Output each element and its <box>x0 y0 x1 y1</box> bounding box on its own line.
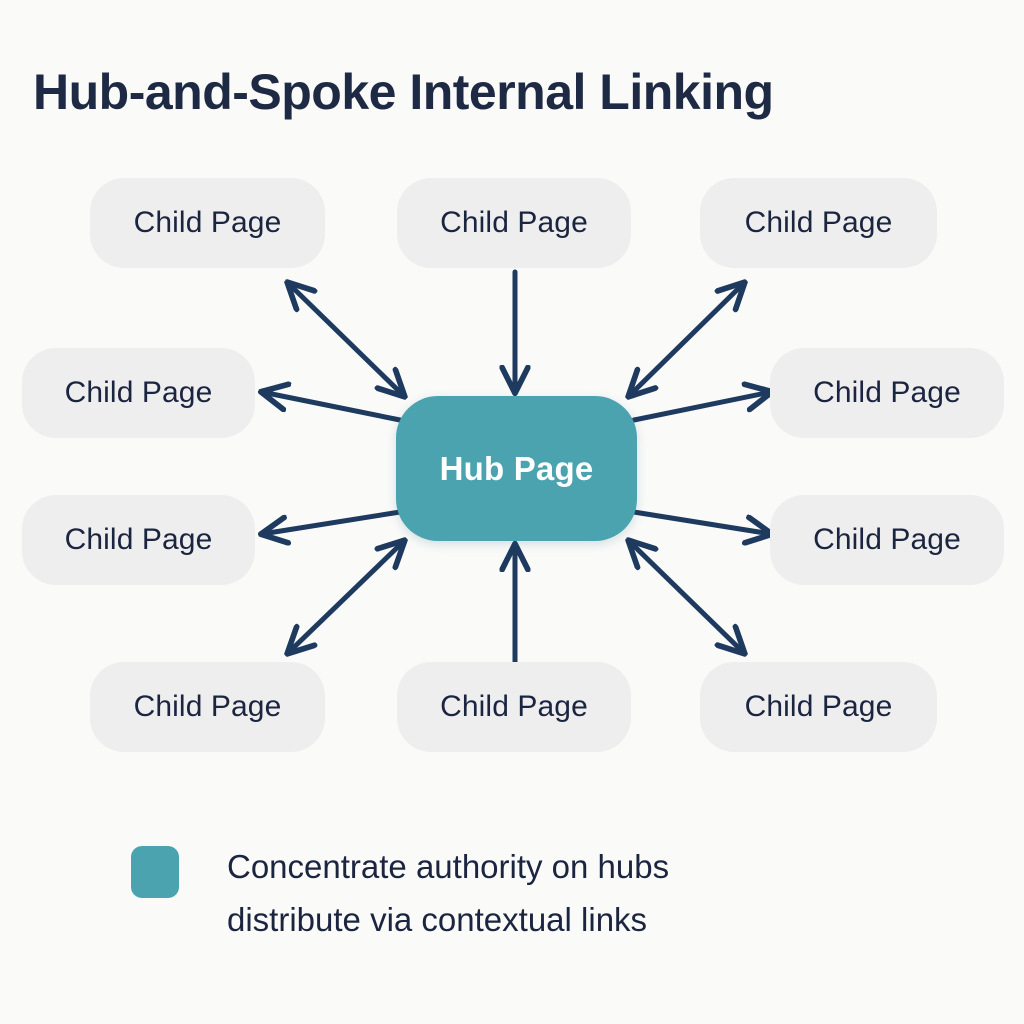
connector-to-lower-left <box>262 509 403 534</box>
child-page-label: Child Page <box>64 523 213 556</box>
child-page-label: Child Page <box>64 376 213 409</box>
child-page-node-bottom-right[interactable]: Child Page <box>700 662 937 752</box>
legend: Concentrate authority on hubs distribute… <box>131 840 669 947</box>
child-page-label: Child Page <box>744 690 893 723</box>
child-page-label: Child Page <box>744 206 893 239</box>
legend-color-swatch <box>131 846 179 898</box>
child-page-node-bottom-center[interactable]: Child Page <box>397 662 631 752</box>
child-page-label: Child Page <box>440 690 588 723</box>
child-page-node-top-right[interactable]: Child Page <box>700 178 937 268</box>
child-page-label: Child Page <box>440 206 588 239</box>
connector-to-top-left <box>288 283 404 396</box>
connector-to-mid-right <box>631 392 771 423</box>
connector-to-top-right <box>629 283 744 396</box>
child-page-label: Child Page <box>133 690 282 723</box>
connector-to-bottom-left <box>288 541 404 653</box>
child-page-node-bottom-left[interactable]: Child Page <box>90 662 325 752</box>
legend-caption-line-2: distribute via contextual links <box>227 901 648 939</box>
hub-page-label: Hub Page <box>439 449 594 487</box>
page-title: Hub-and-Spoke Internal Linking <box>33 64 774 120</box>
connector-to-bottom-right <box>629 541 744 653</box>
child-page-label: Child Page <box>813 376 961 409</box>
child-page-node-top-left[interactable]: Child Page <box>90 178 325 268</box>
connector-to-mid-left <box>262 392 403 423</box>
child-page-node-top-center[interactable]: Child Page <box>397 178 631 268</box>
hub-page-node[interactable]: Hub Page <box>396 396 637 541</box>
child-page-node-middle-right-upper[interactable]: Child Page <box>770 348 1004 438</box>
child-page-node-middle-right-lower[interactable]: Child Page <box>770 495 1004 585</box>
child-page-node-middle-left-upper[interactable]: Child Page <box>22 348 255 438</box>
connector-to-lower-right <box>631 509 771 534</box>
child-page-label: Child Page <box>133 206 282 239</box>
legend-caption-line-1: Concentrate authority on hubs <box>227 848 670 885</box>
child-page-node-middle-left-lower[interactable]: Child Page <box>22 495 255 585</box>
legend-caption: Concentrate authority on hubs distribute… <box>227 840 669 947</box>
child-page-label: Child Page <box>813 523 961 556</box>
